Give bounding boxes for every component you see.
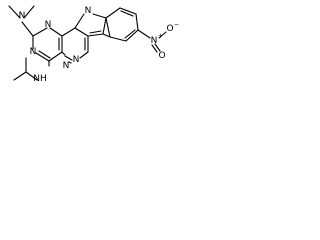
bond bbox=[79, 51, 89, 59]
bond bbox=[137, 29, 151, 39]
atom-label-o: O bbox=[158, 51, 165, 61]
bond bbox=[49, 27, 63, 37]
atom-label-n: N bbox=[45, 20, 52, 30]
atom-label-nh: NH bbox=[33, 74, 47, 84]
charge-plus: + bbox=[158, 33, 163, 40]
bond bbox=[151, 44, 158, 53]
bond bbox=[102, 17, 107, 35]
bond bbox=[13, 71, 27, 81]
bond bbox=[124, 29, 136, 39]
bond bbox=[102, 33, 111, 38]
chemical-structure: N N N N N N NH N + O − O bbox=[8, 5, 179, 84]
bond bbox=[92, 13, 107, 19]
bond bbox=[48, 51, 63, 62]
bond bbox=[74, 27, 89, 37]
atom-labels: N N N N N N NH N + O − O bbox=[19, 6, 179, 84]
atom-label-n: N bbox=[30, 47, 37, 57]
bond bbox=[61, 27, 76, 37]
bond bbox=[120, 10, 134, 17]
bond bbox=[8, 5, 21, 19]
charge-minus: − bbox=[174, 22, 179, 29]
bond-lines bbox=[8, 5, 167, 81]
bond bbox=[38, 50, 51, 59]
bond bbox=[105, 17, 111, 38]
atom-label-n: N bbox=[63, 61, 70, 71]
bond bbox=[21, 21, 34, 37]
bond bbox=[61, 51, 66, 56]
bond bbox=[23, 5, 35, 19]
atom-label-o: O bbox=[166, 24, 173, 34]
bond bbox=[87, 33, 104, 37]
bond bbox=[64, 55, 73, 61]
bond bbox=[74, 13, 85, 29]
bond bbox=[105, 7, 121, 19]
bond bbox=[89, 30, 102, 34]
bond bbox=[32, 27, 48, 37]
atom-label-n: N bbox=[19, 11, 26, 21]
bond bbox=[25, 71, 38, 81]
bond bbox=[68, 61, 72, 64]
bond bbox=[158, 31, 167, 39]
bond bbox=[109, 36, 127, 42]
bond bbox=[35, 52, 50, 62]
atom-label-n: N bbox=[73, 55, 80, 65]
bond bbox=[154, 43, 161, 52]
bond bbox=[125, 29, 139, 42]
atom-label-n: N bbox=[85, 6, 92, 16]
bond bbox=[135, 13, 139, 31]
bond bbox=[119, 7, 137, 15]
atom-label-n: N bbox=[151, 36, 158, 46]
